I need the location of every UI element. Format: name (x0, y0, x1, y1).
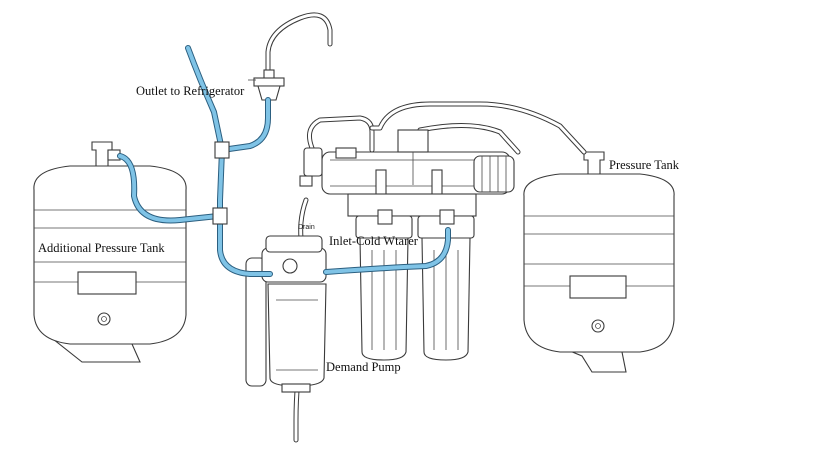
demand-pump (245, 235, 327, 393)
label-pressure-tank: Pressure Tank (609, 158, 680, 172)
additional-pressure-tank (33, 141, 187, 363)
tee-fittings (212, 141, 230, 225)
label-outlet-to-refrigerator: Outlet to Refrigerator (136, 84, 245, 98)
ro-membrane (299, 129, 515, 201)
label-inlet-cold-water: Inlet-Cold Wtarer (329, 234, 418, 248)
faucet (248, 12, 333, 101)
blue-water-tubing (117, 45, 451, 277)
label-demand-pump: Demand Pump (326, 360, 401, 374)
label-additional-pressure-tank: Additional Pressure Tank (38, 241, 165, 255)
pressure-tank (523, 151, 675, 373)
filter-assembly (347, 193, 477, 361)
label-drain: Drain (298, 224, 315, 231)
